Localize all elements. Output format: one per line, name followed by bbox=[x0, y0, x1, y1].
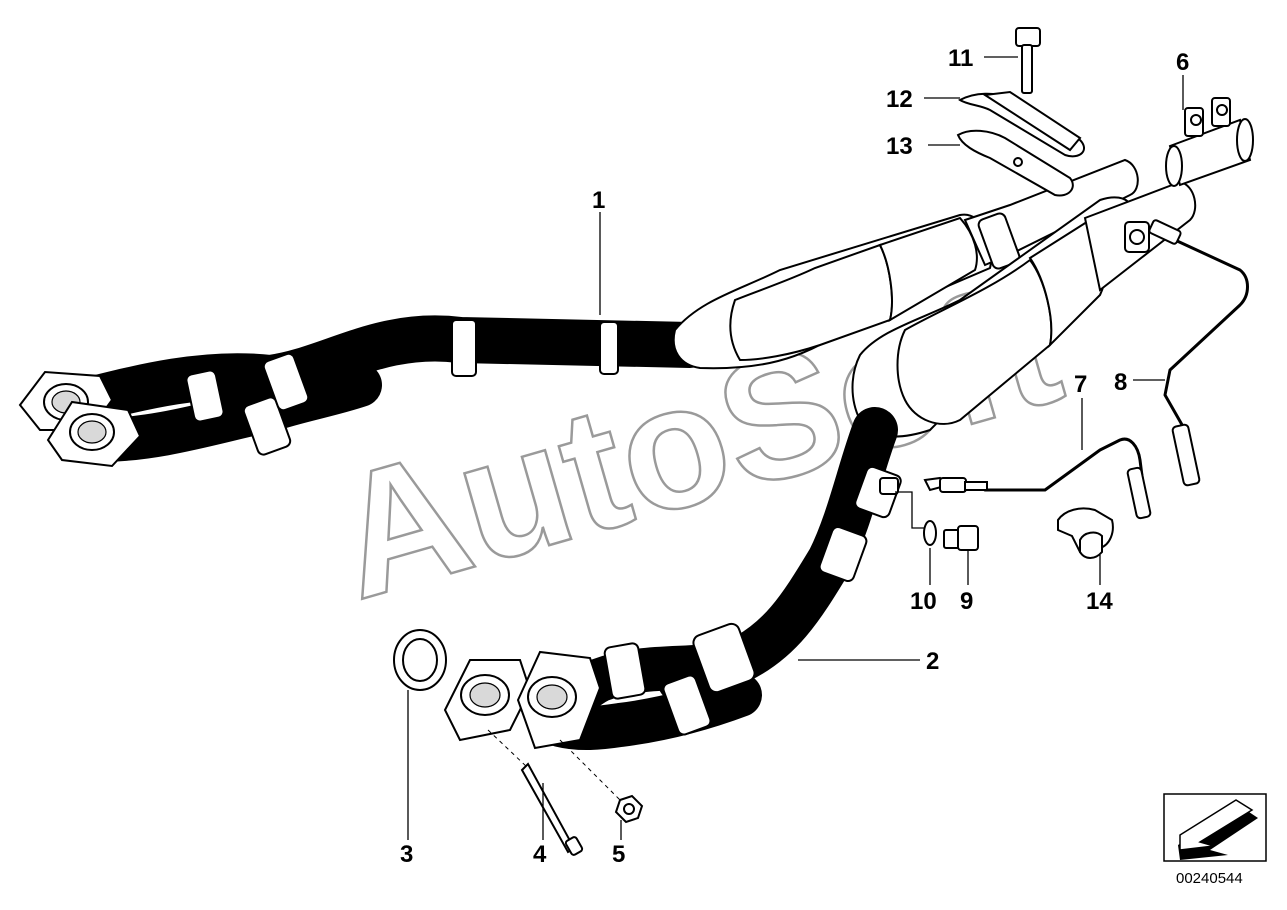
callout-7: 7 bbox=[1074, 371, 1087, 398]
part-9-plug-screw[interactable] bbox=[943, 525, 979, 551]
callout-12: 12 bbox=[886, 86, 913, 113]
callout-9: 9 bbox=[960, 588, 973, 615]
part-13-heat-shield-lower[interactable] bbox=[956, 129, 1074, 197]
callout-2: 2 bbox=[926, 648, 939, 675]
leader-lines bbox=[407, 56, 1184, 840]
callout-14: 14 bbox=[1086, 588, 1113, 615]
part-2-catalytic-converter-lower[interactable] bbox=[443, 180, 1197, 750]
part-6-pipe-clamp[interactable] bbox=[1165, 97, 1254, 187]
callout-11: 11 bbox=[948, 45, 973, 72]
part-7-oxygen-sensor[interactable] bbox=[923, 437, 1152, 520]
direction-arrow-icon[interactable] bbox=[1163, 793, 1267, 862]
callout-labels: 1 2 3 4 5 6 7 8 9 10 11 12 13 14 bbox=[400, 45, 1189, 868]
part-14-bracket[interactable] bbox=[1057, 507, 1114, 559]
part-1-catalytic-converter-upper[interactable] bbox=[18, 158, 1139, 468]
part-12-heat-shield-upper[interactable] bbox=[958, 90, 1085, 158]
callout-3: 3 bbox=[400, 841, 413, 868]
part-5-nut[interactable] bbox=[614, 794, 644, 824]
callout-1: 1 bbox=[592, 187, 605, 214]
callout-4: 4 bbox=[533, 841, 547, 868]
callout-6: 6 bbox=[1176, 49, 1189, 76]
diagram-number: 00240544 bbox=[1176, 870, 1243, 887]
part-11-hex-bolt[interactable] bbox=[1015, 27, 1041, 94]
callout-13: 13 bbox=[886, 133, 913, 160]
part-4-bolt[interactable] bbox=[520, 762, 584, 856]
part-8-oxygen-sensor[interactable] bbox=[1148, 219, 1249, 487]
part-10-seal-ring[interactable] bbox=[923, 520, 937, 546]
callout-8: 8 bbox=[1114, 369, 1127, 396]
callout-10: 10 bbox=[910, 588, 937, 615]
part-3-gasket-ring[interactable] bbox=[393, 629, 447, 691]
callout-5: 5 bbox=[612, 841, 625, 868]
